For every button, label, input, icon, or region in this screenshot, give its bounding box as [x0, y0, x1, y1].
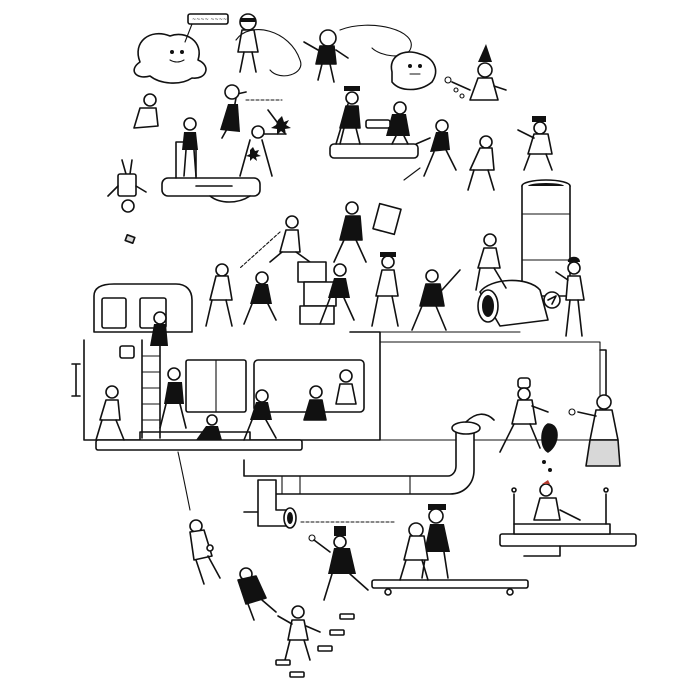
cannon-pipe [477, 279, 561, 327]
girl-with-club [411, 233, 507, 331]
top-platform-left [161, 117, 273, 203]
ghost-with-banner: ~~~~ ~~~~ [133, 13, 229, 84]
woman-on-right [555, 256, 585, 337]
man-with-hat-far-right [517, 116, 553, 171]
gunfight-bottom [299, 504, 529, 596]
banner-text: ~~~~ ~~~~ [192, 17, 227, 23]
falling-liquid [541, 423, 558, 472]
scooter-gunner [329, 86, 419, 159]
ray-gun-fighters-left [133, 84, 287, 139]
boxes-stack [297, 261, 337, 325]
machine-platform-bottom [95, 439, 303, 451]
banner-sign [187, 13, 229, 25]
machine-workers [95, 311, 357, 441]
ghost-right [390, 51, 437, 91]
falling-man-left [107, 159, 147, 244]
robber-running [403, 119, 495, 191]
pipe-duct [243, 413, 495, 529]
pirate-woman [568, 394, 621, 467]
top-hat-man-bottom [308, 526, 369, 601]
running-man-with-bone [239, 215, 311, 269]
flying-man-with-ghost [303, 24, 412, 83]
witch [444, 44, 507, 101]
middle-fighters [205, 252, 399, 327]
chef-running [499, 377, 549, 453]
ghost-with-man [235, 13, 302, 77]
splash-marks [246, 116, 291, 161]
smokestack [521, 179, 571, 297]
right-platform [499, 480, 637, 557]
rope-chain [177, 451, 321, 665]
machine-ladder [141, 339, 161, 439]
machine-body [71, 283, 607, 441]
stepping-stones [275, 613, 355, 678]
paper-carrier [333, 201, 402, 263]
